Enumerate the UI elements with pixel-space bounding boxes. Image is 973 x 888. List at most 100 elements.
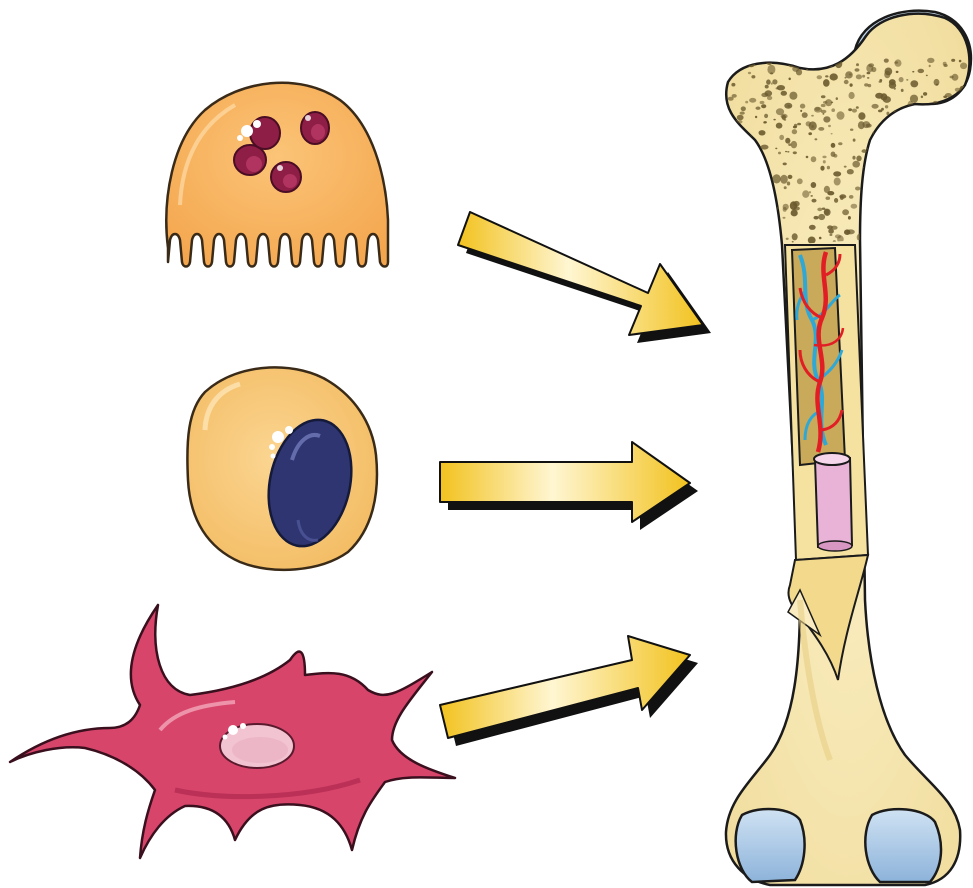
- bone-pore: [789, 92, 797, 100]
- bone-pore: [918, 69, 925, 73]
- arrow-icon-middle: [440, 442, 698, 530]
- bone-pore: [924, 142, 926, 145]
- bone-pore: [827, 225, 833, 229]
- bone-marrow: [792, 248, 845, 465]
- bone-pore: [776, 108, 784, 115]
- bone-pore: [776, 123, 783, 129]
- bone-pore: [750, 146, 753, 148]
- bone-pore: [839, 194, 846, 198]
- bone-pore: [792, 129, 797, 134]
- bone-pore: [748, 72, 751, 74]
- bone-pore: [858, 121, 865, 129]
- bone-pore: [819, 237, 822, 239]
- bone-pore: [837, 111, 845, 120]
- bone-pore: [920, 133, 926, 139]
- bone-pore: [858, 112, 865, 120]
- bone-pore: [831, 108, 835, 112]
- bone-pore: [764, 121, 767, 123]
- bone-pore: [950, 120, 956, 126]
- osteocyte-cell-icon: [10, 605, 455, 858]
- bone-pore: [784, 186, 787, 189]
- bone-pore: [749, 139, 751, 141]
- bone-pore: [734, 126, 739, 132]
- bone-pore: [814, 216, 819, 220]
- bone-pore: [899, 117, 903, 120]
- bone-pore: [944, 142, 952, 149]
- bone-pore: [899, 140, 906, 145]
- bone-pore: [884, 125, 892, 132]
- bone-pore: [737, 132, 740, 135]
- bone-pore: [827, 191, 834, 195]
- bone-pore: [770, 72, 773, 74]
- bone-pore: [849, 195, 854, 199]
- bone-pore: [855, 187, 860, 191]
- bone-pore: [949, 114, 957, 122]
- bone-pore: [894, 88, 896, 90]
- bone-pore: [796, 69, 802, 75]
- bone-pore: [856, 74, 862, 79]
- osteoclast-cell-icon: [166, 83, 388, 267]
- bone-pore: [957, 113, 960, 115]
- bone-pore: [773, 235, 780, 241]
- bone-pore: [944, 134, 951, 140]
- bone-pore: [792, 233, 798, 240]
- bone-pore: [823, 116, 830, 122]
- bone-pore: [852, 156, 855, 160]
- bone-pore: [760, 101, 765, 104]
- bone-pore: [793, 126, 797, 129]
- bone-pore: [786, 238, 789, 240]
- bone-pore: [818, 127, 824, 131]
- bone-pore: [803, 63, 808, 67]
- bone-pore: [776, 87, 779, 89]
- bone-pore: [823, 160, 826, 163]
- bone-pore: [731, 83, 735, 87]
- bone-pore: [831, 102, 833, 104]
- bone-pore: [830, 73, 838, 80]
- bone-pore: [867, 77, 870, 79]
- bone-pore: [732, 94, 737, 98]
- medullary-cavity: [814, 453, 852, 551]
- bone-pore: [772, 174, 780, 183]
- bone-pore: [834, 178, 841, 186]
- bone-pore: [896, 71, 899, 73]
- bone-pore: [761, 104, 766, 108]
- bone-pore: [927, 58, 934, 63]
- bone-pore: [787, 182, 790, 186]
- bone-pore: [943, 125, 948, 129]
- bone-pore: [844, 166, 847, 168]
- bone-pore: [864, 83, 868, 86]
- bone-pore: [835, 234, 841, 238]
- bone-pore: [852, 161, 860, 168]
- bone-pore: [765, 85, 769, 89]
- bone-pore: [764, 114, 768, 118]
- bone-pore: [821, 104, 826, 107]
- bone-pore: [833, 171, 841, 176]
- bone-pore: [783, 207, 787, 212]
- bone-pore: [792, 241, 794, 243]
- bone-pore: [923, 92, 927, 96]
- bone-pore: [849, 74, 852, 76]
- bone-pore: [756, 107, 761, 110]
- bone-pore: [867, 72, 871, 75]
- bone-pore: [772, 79, 777, 84]
- bone-pore: [856, 106, 859, 109]
- bone-pore: [825, 75, 828, 77]
- bone-pore: [949, 102, 956, 107]
- bone-pore: [943, 96, 947, 99]
- bone-pore: [910, 95, 918, 103]
- bone-pore: [749, 98, 756, 103]
- bone-pore: [797, 123, 801, 126]
- bone-pore: [899, 77, 904, 82]
- bone-pore: [766, 79, 771, 84]
- bone-pore: [896, 132, 904, 140]
- bone-pore: [902, 144, 908, 150]
- bone-pore: [944, 64, 948, 67]
- bone-pore: [773, 119, 775, 121]
- bone-pore: [880, 131, 887, 138]
- bone-pore: [845, 77, 847, 79]
- bone-pore: [818, 214, 825, 220]
- bone-pore: [761, 145, 769, 150]
- bone-pore: [784, 119, 787, 121]
- bone-pore: [808, 132, 812, 135]
- bone-pore: [823, 79, 830, 87]
